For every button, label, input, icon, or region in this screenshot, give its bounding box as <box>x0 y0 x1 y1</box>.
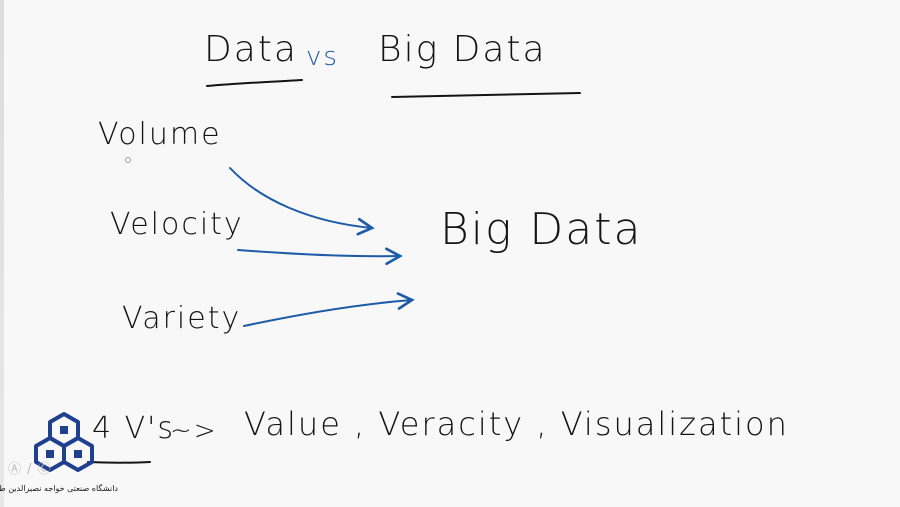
pen-dot <box>125 157 131 163</box>
squiggle-arrow: ~> <box>170 416 218 446</box>
arrow-velocity <box>237 247 403 266</box>
university-logo-icon <box>34 412 94 472</box>
underline-data <box>206 79 303 87</box>
v-velocity: Velocity <box>110 207 244 242</box>
underline-big-data <box>391 92 581 98</box>
title-big-data: Big Data <box>378 29 547 70</box>
big-data-target: Big Data <box>440 204 643 255</box>
extra-vs-list: Value , Veracity , Visualization <box>244 405 789 443</box>
arrow-variety <box>243 292 415 327</box>
window-edge <box>0 0 4 507</box>
title-vs: vs <box>306 42 339 72</box>
arrow-volume <box>229 167 375 236</box>
university-name: دانشگاه صنعتی خواجه نصیرالدین طوسی <box>0 484 118 493</box>
v-variety: Variety <box>122 301 242 336</box>
four-vs-prefix: 4 V's <box>92 411 176 446</box>
video-watermark: Ⓐ / Ⓒ <box>8 462 52 477</box>
v-volume: Volume <box>98 117 222 152</box>
title-data: Data <box>204 29 298 70</box>
